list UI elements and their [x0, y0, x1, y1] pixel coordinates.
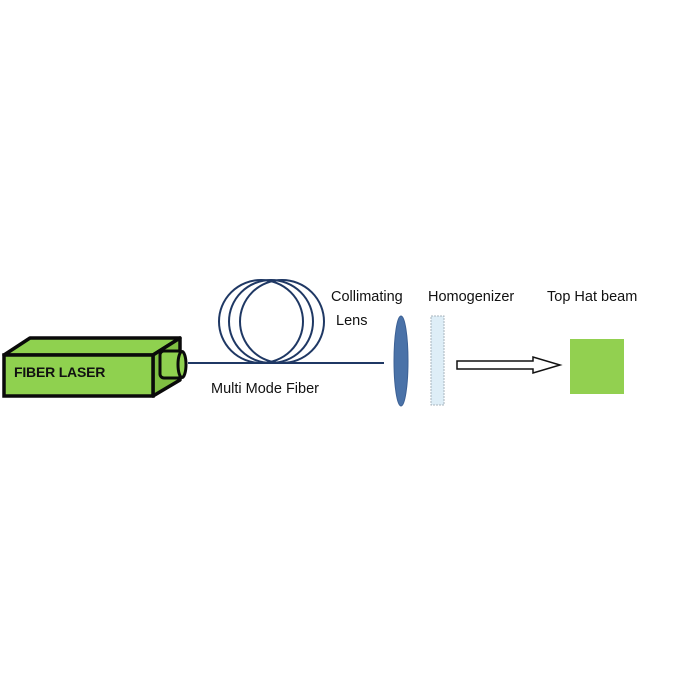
laser-top-face	[2, 336, 182, 357]
fiber-laser-label: FIBER LASER	[14, 364, 106, 380]
laser-connector-end	[176, 350, 188, 379]
homogenizer	[430, 315, 445, 406]
collimating-lens-label-line2: Lens	[336, 313, 368, 329]
laser-front-face	[2, 353, 155, 398]
homogenizer-label: Homogenizer	[428, 289, 515, 305]
fiber-loop-1	[218, 279, 304, 364]
fiber-loop-2	[228, 279, 314, 364]
multi-mode-fiber	[188, 279, 384, 364]
fiber-laser	[2, 336, 188, 398]
fiber-loop-3	[239, 279, 325, 364]
collimating-lens-label-line1: Collimating	[331, 289, 403, 305]
beam-arrow	[456, 355, 563, 375]
top-hat-beam-square	[570, 339, 624, 394]
top-hat-beam-label: Top Hat beam	[547, 289, 638, 305]
multi-mode-fiber-label: Multi Mode Fiber	[211, 381, 319, 397]
collimating-lens	[393, 315, 409, 407]
